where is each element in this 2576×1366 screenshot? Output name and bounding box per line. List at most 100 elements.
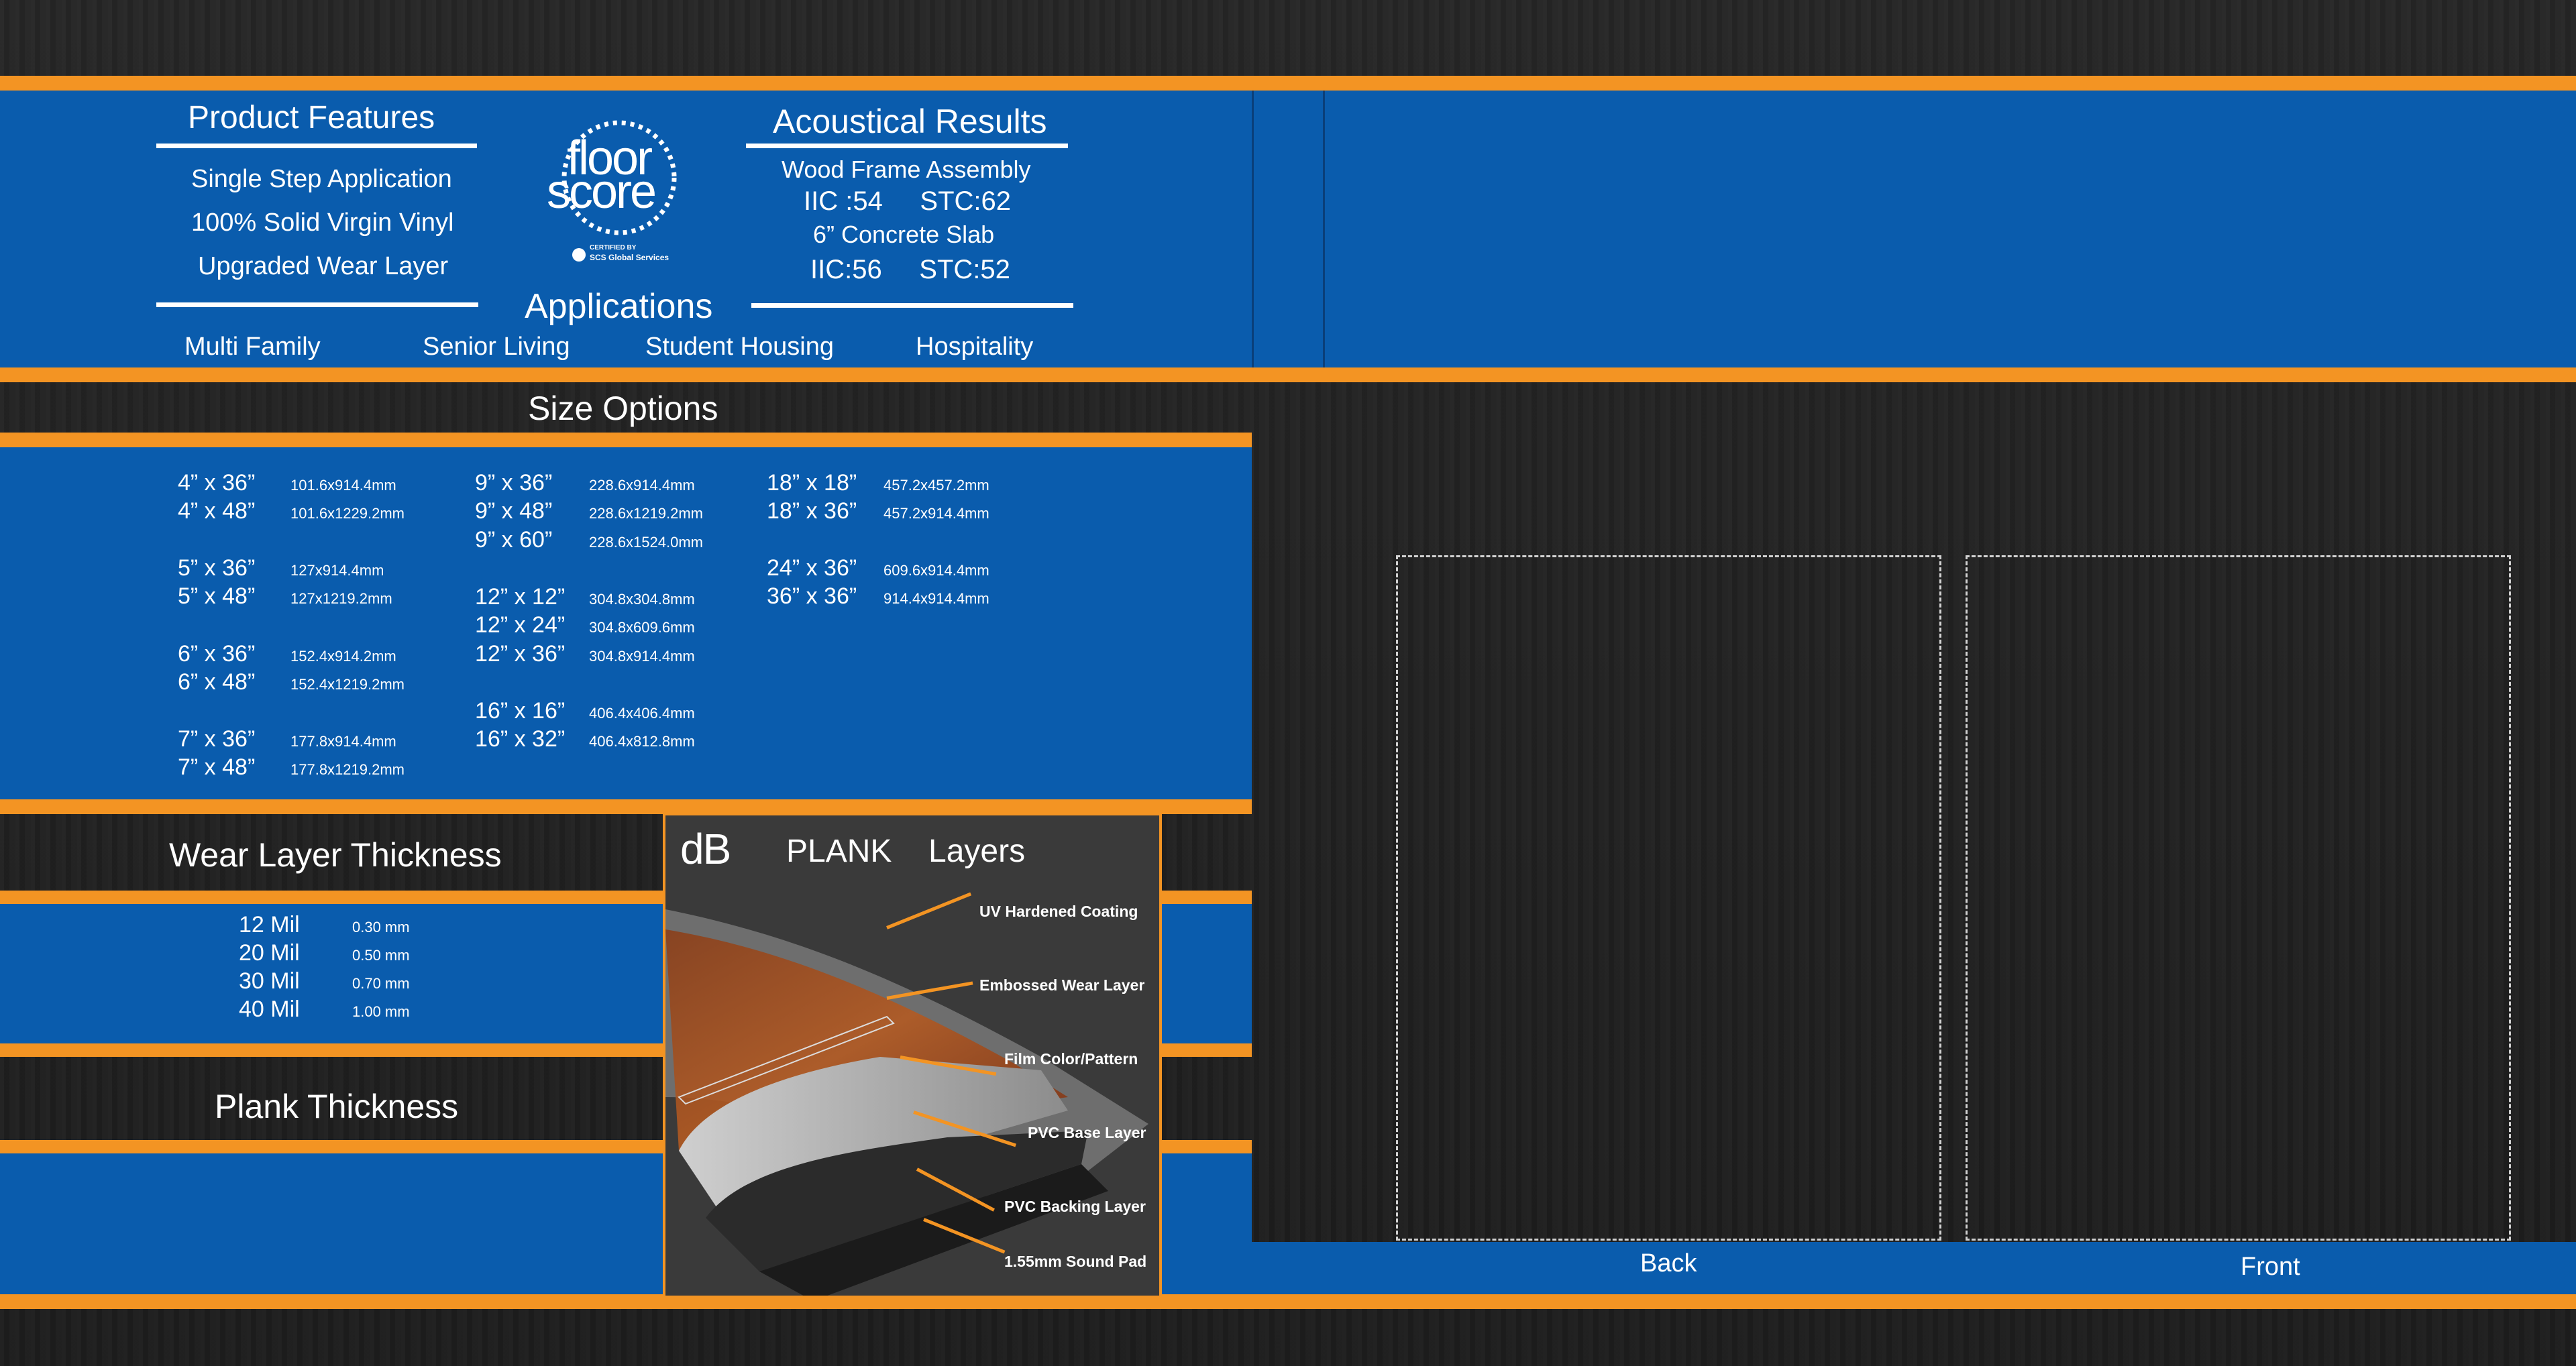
- size-metric: 457.2x457.2mm: [883, 477, 989, 494]
- front-label: Front: [2241, 1253, 2300, 1281]
- plank-thickness-title: Plank Thickness: [215, 1088, 459, 1125]
- applications-title: Applications: [525, 287, 713, 326]
- size-options-panel: [0, 447, 1252, 799]
- size-metric: 177.8x1219.2mm: [290, 761, 405, 778]
- bottom-blue-band-right: [1252, 1242, 2576, 1294]
- size-dimension: 9” x 48”: [475, 498, 553, 524]
- blue-strip-side: [1161, 904, 1252, 1043]
- size-dimension: 16” x 32”: [475, 726, 566, 752]
- size-dimension: 9” x 36”: [475, 470, 553, 496]
- plank-layers-panel: dB PLANK Layers UV Hardened Coating Embo…: [663, 813, 1162, 1298]
- size-metric: 914.4x914.4mm: [883, 590, 989, 607]
- back-panel-outline: [1396, 555, 1941, 1241]
- orange-stripe-side: [1161, 891, 1252, 904]
- back-label: Back: [1640, 1249, 1697, 1277]
- wear-layer-panel: [0, 904, 664, 1043]
- plank-logo: PLANK: [786, 834, 892, 869]
- layer-label: UV Hardened Coating: [979, 903, 1138, 920]
- floorscore-services: SCS Global Services: [590, 253, 669, 262]
- size-dimension: 5” x 48”: [178, 583, 256, 609]
- orange-stripe-2: [0, 367, 2576, 382]
- acoustical-line: Wood Frame Assembly: [782, 156, 1031, 183]
- acoustical-line: 6” Concrete Slab: [813, 221, 995, 248]
- orange-stripe-side-2: [1161, 1043, 1252, 1057]
- application-item: Multi Family: [184, 333, 321, 361]
- product-features-title: Product Features: [188, 100, 435, 135]
- layer-label: PVC Base Layer: [1028, 1124, 1146, 1141]
- size-dimension: 4” x 48”: [178, 498, 256, 524]
- size-dimension: 4” x 36”: [178, 470, 256, 496]
- size-dimension: 18” x 36”: [767, 498, 857, 524]
- application-item: Student Housing: [645, 333, 834, 361]
- size-dimension: 5” x 36”: [178, 555, 256, 581]
- wear-layer-mil: 20 Mil: [239, 940, 300, 966]
- size-metric: 127x914.4mm: [290, 562, 384, 579]
- wear-layer-mil: 12 Mil: [239, 912, 300, 937]
- wear-layer-mil: 40 Mil: [239, 997, 300, 1022]
- wear-layer-mm: 1.00 mm: [352, 1003, 410, 1020]
- size-dimension: 36” x 36”: [767, 583, 857, 609]
- feature-item: Single Step Application: [191, 165, 452, 193]
- size-dimension: 18” x 18”: [767, 470, 857, 496]
- size-dimension: 9” x 60”: [475, 527, 553, 553]
- orange-stripe-wear-top: [0, 891, 664, 904]
- orange-stripe-wear-bottom: [0, 1043, 664, 1057]
- orange-stripe-3: [0, 433, 1252, 447]
- orange-stripe-side-3: [1161, 1140, 1252, 1153]
- size-metric: 152.4x1219.2mm: [290, 676, 405, 693]
- orange-stripe-bottom: [0, 1294, 2576, 1309]
- size-metric: 304.8x304.8mm: [589, 591, 695, 608]
- plank-thickness-panel: [0, 1153, 664, 1294]
- acoustical-title: Acoustical Results: [773, 103, 1047, 140]
- size-dimension: 24” x 36”: [767, 555, 857, 581]
- size-metric: 152.4x914.2mm: [290, 648, 396, 665]
- size-dimension: 7” x 36”: [178, 726, 256, 752]
- acoustical-rule: [746, 144, 1068, 148]
- layer-label: Film Color/Pattern: [1004, 1050, 1138, 1068]
- wear-layer-mm: 0.30 mm: [352, 919, 410, 935]
- acoustical-rule-bottom: [751, 303, 1073, 308]
- orange-stripe-plank-top: [0, 1140, 664, 1153]
- orange-stripe-top: [0, 76, 2576, 91]
- size-dimension: 12” x 12”: [475, 584, 566, 610]
- floorscore-certified: CERTIFIED BY: [590, 244, 637, 251]
- size-metric: 228.6x914.4mm: [589, 477, 695, 494]
- fold-line-2: [1323, 91, 1325, 367]
- layer-label: PVC Backing Layer: [1004, 1198, 1146, 1215]
- layer-label: 1.55mm Sound Pad: [1004, 1253, 1147, 1270]
- size-metric: 101.6x1229.2mm: [290, 505, 405, 522]
- size-metric: 406.4x406.4mm: [589, 705, 695, 722]
- floorscore-logo: floor score CERTIFIED BY SCS Global Serv…: [540, 117, 694, 265]
- floorscore-ring-icon: [561, 120, 677, 262]
- front-panel-outline: [1966, 555, 2511, 1241]
- orange-stripe-4: [0, 799, 1252, 814]
- size-metric: 609.6x914.4mm: [883, 562, 989, 579]
- size-metric: 228.6x1524.0mm: [589, 534, 703, 551]
- size-dimension: 7” x 48”: [178, 754, 256, 780]
- layers-title: Layers: [928, 834, 1026, 869]
- product-features-rule-bottom: [156, 302, 478, 307]
- blue-strip-side-2: [1161, 1153, 1252, 1294]
- wear-layer-mm: 0.50 mm: [352, 947, 410, 964]
- size-metric: 127x1219.2mm: [290, 590, 392, 607]
- size-metric: 304.8x914.4mm: [589, 648, 695, 665]
- top-blue-band: [0, 91, 2576, 367]
- size-dimension: 16” x 16”: [475, 698, 566, 724]
- size-metric: 177.8x914.4mm: [290, 733, 396, 750]
- size-dimension: 12” x 36”: [475, 641, 566, 667]
- feature-item: Upgraded Wear Layer: [198, 252, 449, 280]
- application-item: Hospitality: [916, 333, 1034, 361]
- size-metric: 304.8x609.6mm: [589, 619, 695, 636]
- acoustical-line: IIC:56 STC:52: [810, 255, 1010, 284]
- size-metric: 228.6x1219.2mm: [589, 505, 703, 522]
- product-features-rule: [156, 144, 477, 148]
- acoustical-line: IIC :54 STC:62: [804, 186, 1012, 216]
- wear-layer-mil: 30 Mil: [239, 968, 300, 994]
- size-metric: 457.2x914.4mm: [883, 505, 989, 522]
- wear-layer-title: Wear Layer Thickness: [169, 836, 502, 874]
- size-metric: 101.6x914.4mm: [290, 477, 396, 494]
- feature-item: 100% Solid Virgin Vinyl: [191, 209, 454, 237]
- db-logo: dB: [680, 825, 731, 873]
- size-dimension: 12” x 24”: [475, 612, 566, 638]
- size-dimension: 6” x 48”: [178, 669, 256, 695]
